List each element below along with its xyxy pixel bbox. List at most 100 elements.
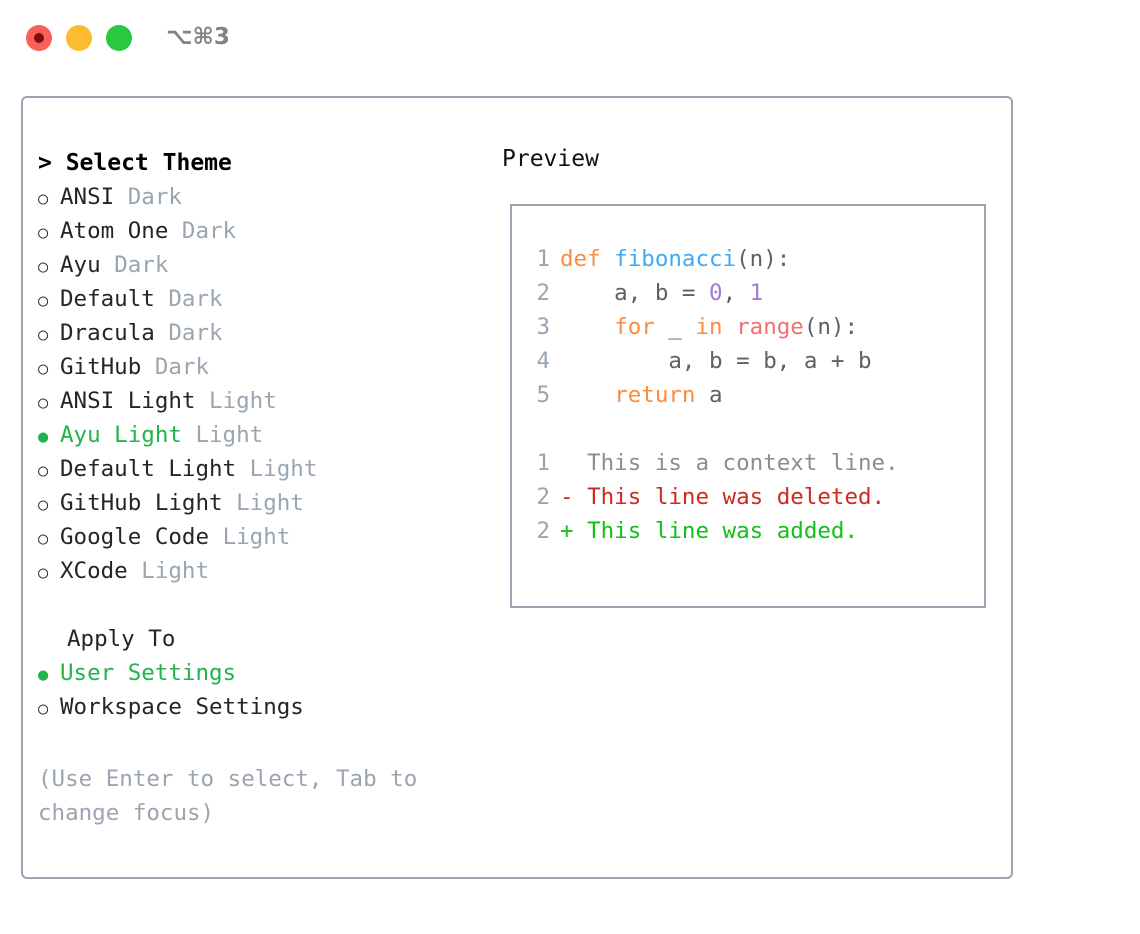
theme-variant-badge: Light — [141, 558, 210, 584]
code-token: 1 — [749, 280, 764, 306]
theme-name: ANSI — [60, 184, 115, 210]
apply-to-label: User Settings — [60, 660, 237, 686]
theme-list-item[interactable]: GitHub Light Light — [38, 486, 478, 520]
theme-name: GitHub Light — [60, 490, 223, 516]
code-token: _ — [654, 314, 696, 340]
code-line: 3 for _ in range(n): — [528, 310, 899, 344]
list-spacer — [38, 588, 478, 622]
code-token: (n): — [736, 246, 791, 272]
code-line-number: 5 — [536, 382, 550, 408]
main-panel: > Select Theme ANSI DarkAtom One DarkAyu… — [21, 96, 1013, 879]
title-bar: ⌥⌘3 — [0, 0, 1140, 78]
code-token: in — [695, 314, 723, 340]
diff-line-number: 2 — [536, 518, 550, 544]
diff-line: 2- This line was deleted. — [528, 480, 899, 514]
theme-list-item[interactable]: ANSI Light Light — [38, 384, 478, 418]
code-line-number: 1 — [536, 246, 550, 272]
theme-name: Default — [60, 286, 155, 312]
theme-variant-badge: Light — [195, 422, 264, 448]
code-token: range — [736, 314, 804, 340]
radio-empty-icon — [38, 248, 60, 284]
theme-variant-badge: Light — [222, 524, 291, 550]
radio-empty-icon — [38, 486, 60, 522]
code-token: 0 — [709, 280, 723, 306]
theme-name: GitHub — [60, 354, 142, 380]
theme-variant-badge: Light — [249, 456, 318, 482]
code-token — [560, 382, 614, 408]
code-token: a, b = — [560, 280, 710, 306]
diff-line-text: - This line was deleted. — [560, 484, 886, 510]
theme-list-item[interactable]: Ayu Light Light — [38, 418, 478, 452]
code-token: , — [722, 280, 750, 306]
theme-list-item[interactable]: Default Dark — [38, 282, 478, 316]
theme-variant-badge: Light — [209, 388, 277, 414]
code-token: (n): — [803, 314, 859, 340]
theme-list-item[interactable]: XCode Light — [38, 554, 478, 588]
diff-line-text: This is a context line. — [560, 450, 899, 476]
code-line-number: 2 — [536, 280, 550, 306]
code-blank-line — [528, 412, 899, 446]
radio-selected-icon — [38, 418, 60, 454]
apply-to-item[interactable]: User Settings — [38, 656, 478, 690]
apply-to-list[interactable]: User SettingsWorkspace Settings — [38, 656, 478, 724]
theme-list-item[interactable]: Ayu Dark — [38, 248, 478, 282]
theme-list-item[interactable]: Default Light Light — [38, 452, 478, 486]
code-line-number: 4 — [536, 348, 550, 374]
code-token: for — [614, 314, 655, 340]
window-title: ⌥⌘3 — [166, 24, 230, 50]
diff-line: 2 + This line was added. — [528, 514, 899, 548]
code-token: return — [614, 382, 696, 408]
diff-line-text: + This line was added. — [560, 518, 859, 544]
theme-variant-badge: Light — [236, 490, 304, 516]
theme-name: Ayu — [60, 252, 101, 278]
theme-picker-column: > Select Theme ANSI DarkAtom One DarkAyu… — [38, 146, 478, 724]
theme-list-item[interactable]: GitHub Dark — [38, 350, 478, 384]
radio-empty-icon — [38, 316, 60, 352]
theme-variant-badge: Dark — [127, 184, 182, 210]
radio-empty-icon — [38, 282, 60, 318]
code-line-number: 3 — [536, 314, 550, 340]
theme-list-item[interactable]: Atom One Dark — [38, 214, 478, 248]
theme-name: Google Code — [60, 524, 210, 550]
diff-line: 1 This is a context line. — [528, 446, 899, 480]
code-line: 2 a, b = 0, 1 — [528, 276, 899, 310]
radio-empty-icon — [38, 350, 60, 386]
radio-empty-icon — [38, 554, 60, 590]
code-token: def — [560, 246, 601, 272]
help-text: (Use Enter to select, Tab to change focu… — [38, 766, 418, 826]
theme-list-item[interactable]: Google Code Light — [38, 520, 478, 554]
minimize-button[interactable] — [66, 25, 92, 51]
code-token: a, b = b, a + b — [560, 348, 872, 374]
code-line: 5 return a — [528, 378, 899, 412]
theme-variant-badge: Dark — [114, 252, 169, 278]
theme-variant-badge: Dark — [181, 218, 237, 244]
code-token — [723, 314, 737, 340]
apply-to-header: Apply To — [67, 626, 176, 652]
radio-empty-icon — [38, 452, 60, 488]
recording-dot-icon — [34, 33, 44, 43]
theme-name: Atom One — [60, 218, 169, 244]
theme-variant-badge: Dark — [168, 286, 223, 312]
radio-empty-icon — [38, 180, 60, 216]
theme-list-item[interactable]: ANSI Dark — [38, 180, 478, 214]
code-token — [601, 246, 615, 272]
theme-name: Ayu Light — [60, 422, 182, 448]
code-token: fibonacci — [614, 246, 737, 272]
code-line: 1 def fibonacci(n): — [528, 242, 899, 276]
maximize-button[interactable] — [106, 25, 132, 51]
theme-variant-badge: Dark — [154, 354, 210, 380]
code-line: 4 a, b = b, a + b — [528, 344, 899, 378]
theme-list[interactable]: ANSI DarkAtom One DarkAyu DarkDefault Da… — [38, 180, 478, 588]
theme-name: Default Light — [60, 456, 237, 482]
radio-empty-icon — [38, 214, 60, 250]
apply-to-item[interactable]: Workspace Settings — [38, 690, 478, 724]
preview-label: Preview — [502, 146, 599, 172]
radio-empty-icon — [38, 384, 60, 420]
radio-selected-icon — [38, 656, 60, 692]
theme-list-item[interactable]: Dracula Dark — [38, 316, 478, 350]
theme-variant-badge: Dark — [168, 320, 223, 346]
theme-name: Dracula — [60, 320, 155, 346]
code-token: a — [695, 382, 723, 408]
